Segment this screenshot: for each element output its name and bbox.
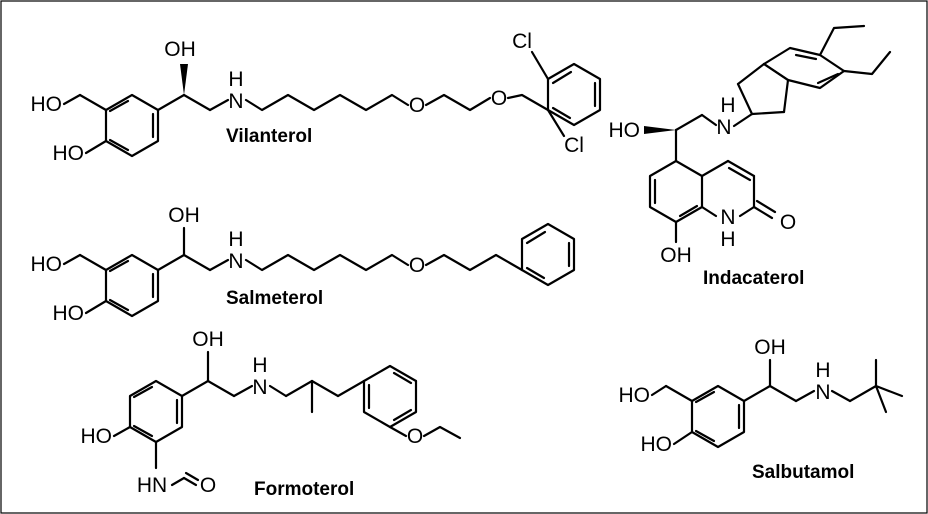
compound-name: Salmeterol (226, 288, 323, 309)
amine-n-label: N (228, 250, 243, 273)
compound-name: Indacaterol (703, 268, 804, 289)
ether-oxygen-label: O (491, 87, 507, 110)
wedge-bond (644, 126, 676, 134)
phenol-label: HO (81, 425, 113, 448)
amine-n-label: N (252, 376, 267, 399)
amine-h-label: H (228, 68, 243, 91)
hydroxyl-label: OH (168, 204, 200, 227)
formamide-nh-label: HN (137, 474, 167, 497)
chlorine-label: Cl (512, 30, 532, 53)
vilanterol-structure: OH HO HO H N O O Cl Cl Vilanterol (31, 30, 602, 165)
compound-name: Salbutamol (752, 462, 854, 483)
salmeterol-bonds (62, 222, 576, 318)
lactam-n-label: N (720, 206, 735, 229)
amine-n-label: N (815, 381, 830, 404)
salbutamol-bonds (650, 358, 904, 449)
methoxy-oxygen-label: O (407, 425, 423, 448)
hydroxyl-label: OH (164, 38, 196, 61)
amine-h-label: H (720, 94, 735, 117)
salbutamol-structure: OH HO HO H N Salbutamol (619, 336, 904, 483)
ether-oxygen-label: O (409, 254, 425, 277)
formoterol-structure: OH H N HO HN O O Formoterol (81, 328, 462, 500)
hydroxyl-label: HO (609, 119, 641, 142)
amine-n-label: N (228, 90, 243, 113)
compound-name: Formoterol (254, 479, 354, 500)
amine-h-label: H (228, 228, 243, 251)
hydroxymethyl-label: HO (31, 93, 63, 116)
hydroxyl-label: OH (192, 328, 224, 351)
carbonyl-oxygen-label: O (780, 211, 796, 234)
amine-h-label: H (252, 354, 267, 377)
phenol-label: HO (53, 302, 85, 325)
compound-name: Vilanterol (226, 126, 312, 147)
salmeterol-structure: OH HO HO H N O Salmeterol (31, 204, 576, 325)
hydroxyl-label: OH (754, 336, 786, 359)
indacaterol-structure: HO H N OH N H O Indacaterol (609, 24, 892, 289)
phenol-label: HO (641, 433, 673, 456)
amine-h-label: H (815, 359, 830, 382)
lactam-h-label: H (720, 228, 735, 251)
indacaterol-bonds (644, 24, 892, 244)
phenol-label: HO (53, 142, 85, 165)
formoterol-bonds (112, 350, 462, 487)
chlorine-label: Cl (564, 134, 584, 157)
hydroxyl-label: OH (660, 244, 692, 267)
amine-n-label: N (716, 116, 731, 139)
hydroxymethyl-label: HO (619, 384, 651, 407)
vilanterol-bonds (62, 50, 602, 158)
carbonyl-oxygen-label: O (200, 474, 216, 497)
hydroxymethyl-label: HO (31, 253, 63, 276)
ether-oxygen-label: O (409, 94, 425, 117)
wedge-bond (180, 64, 188, 95)
